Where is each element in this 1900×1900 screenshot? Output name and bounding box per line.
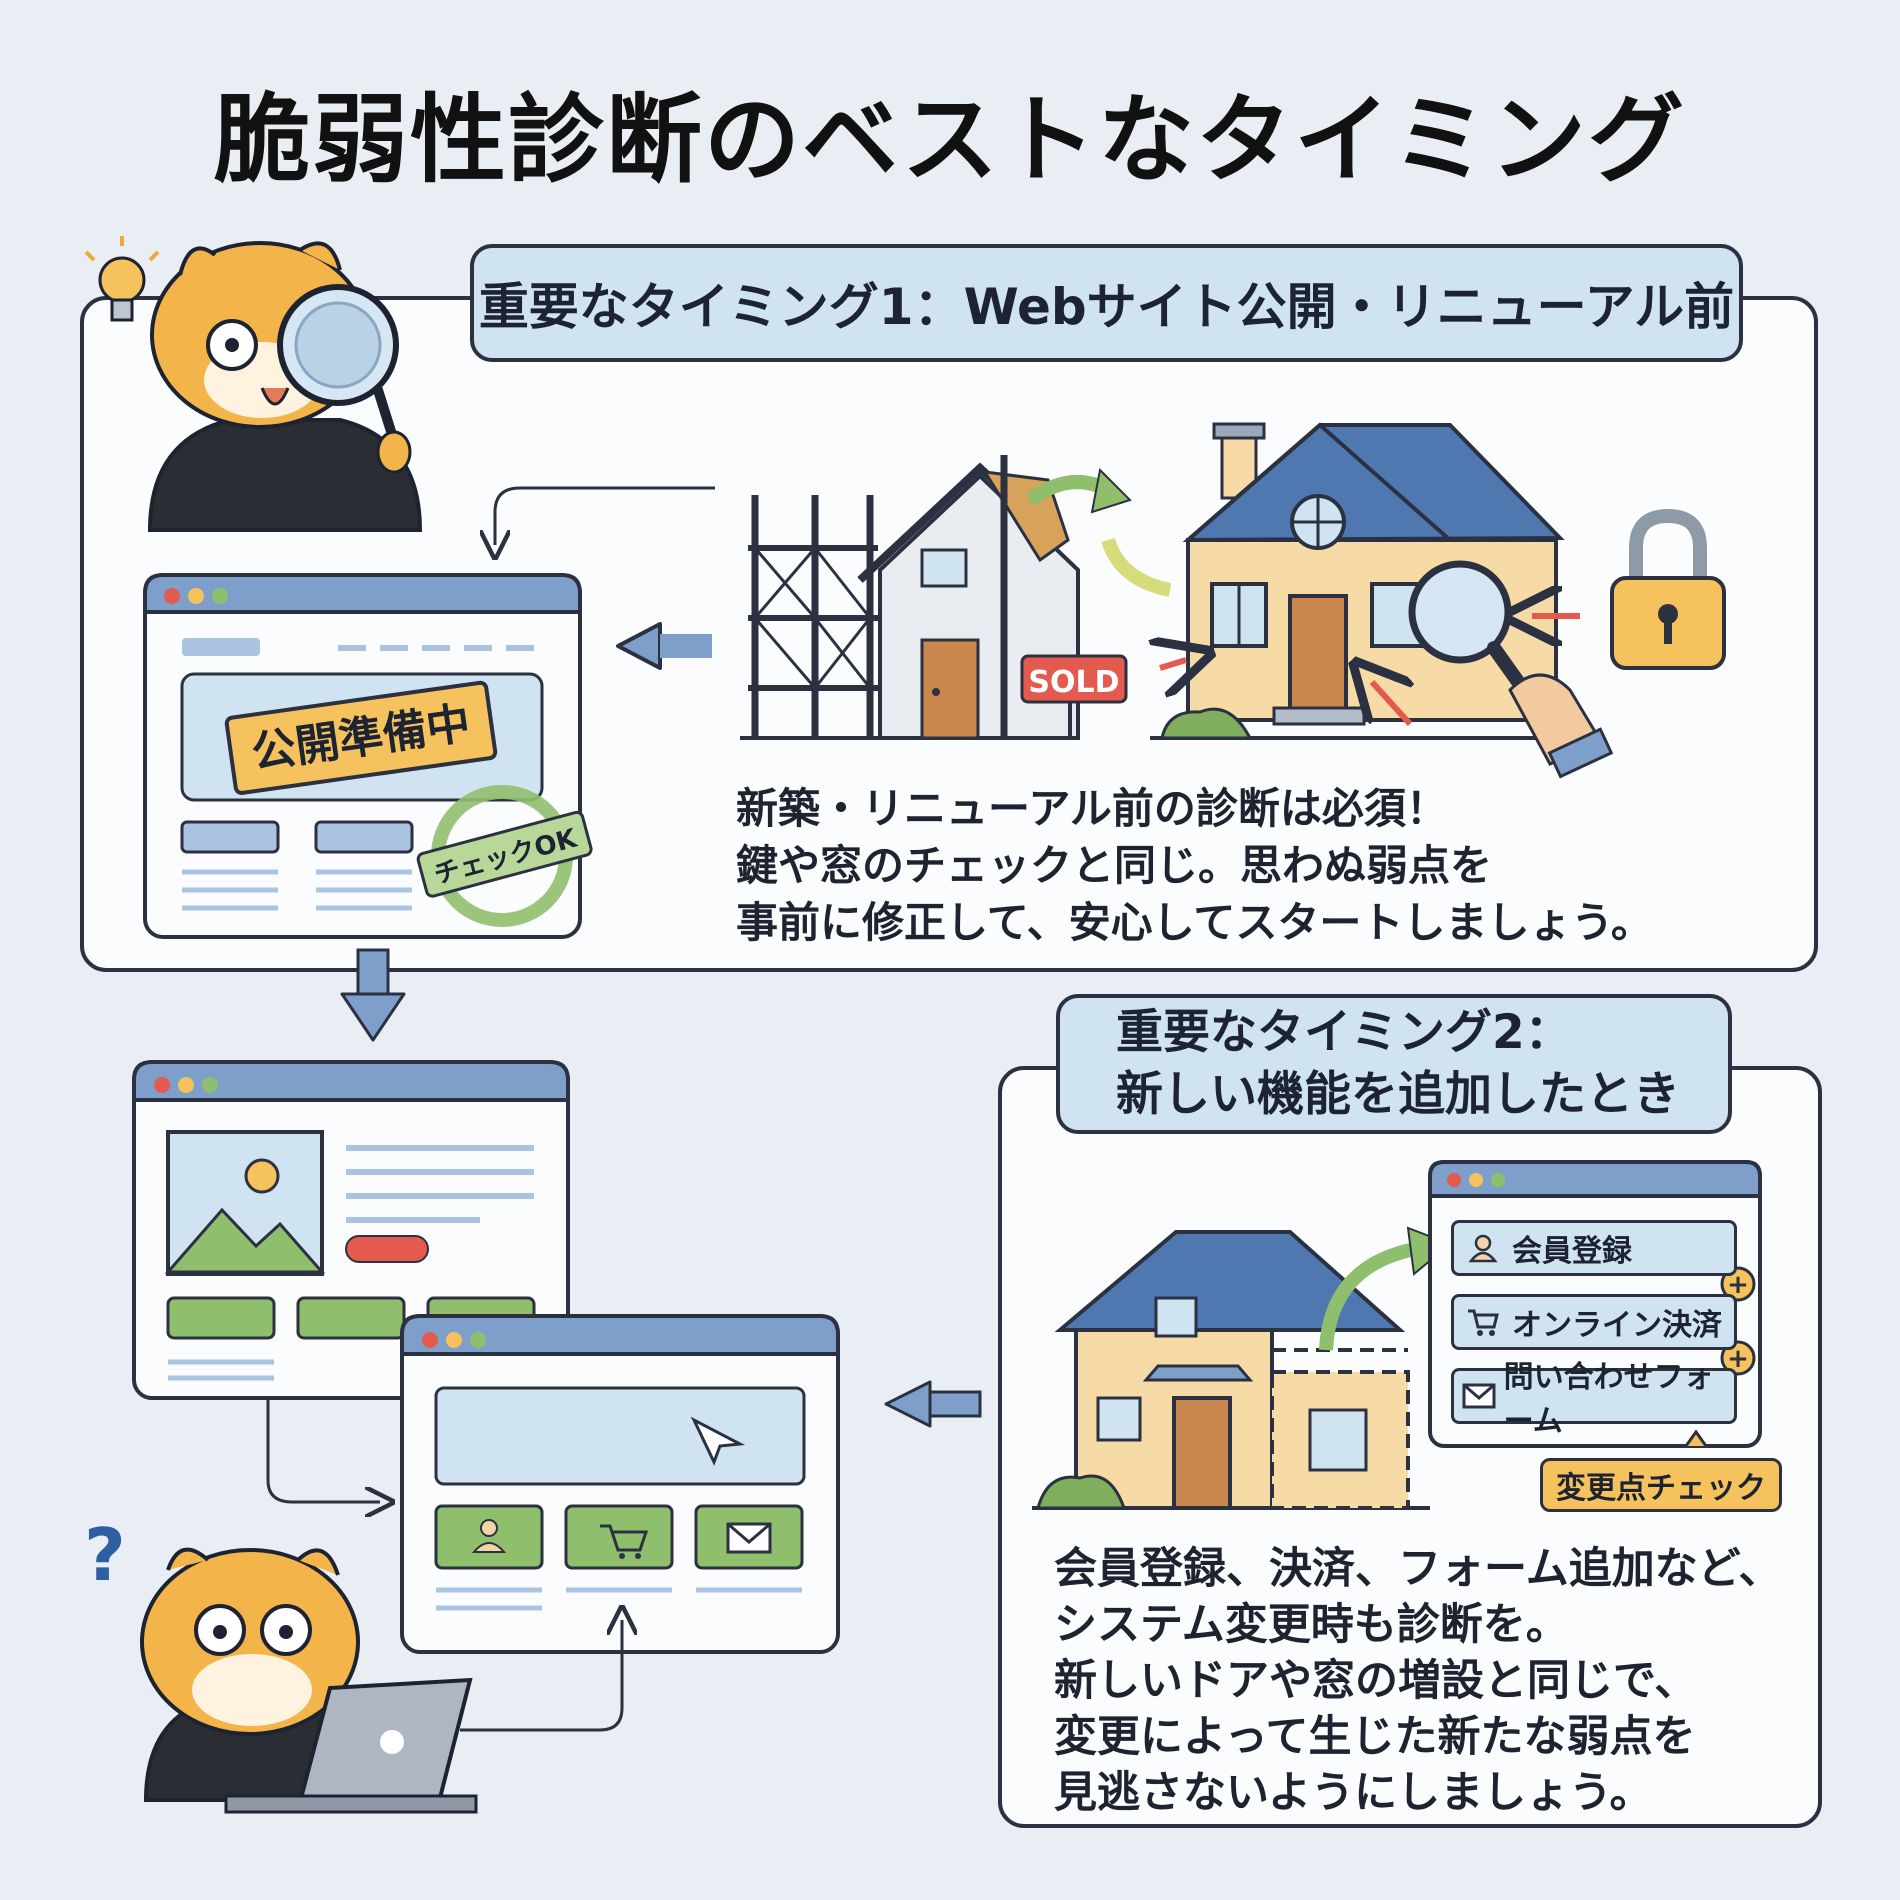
svg-text:+: +	[1727, 1344, 1749, 1374]
section1-heading: 重要なタイミング1：Webサイト公開・リニューアル前	[470, 244, 1743, 362]
feature-label: 問い合わせフォーム	[1503, 1360, 1714, 1439]
section1-description-line: 鍵や窓のチェックと同じ。思わぬ弱点を	[736, 841, 1493, 890]
question-mark-icon: ?	[84, 1513, 126, 1597]
swap-arrow-icon-2	[1101, 537, 1172, 597]
mail-icon	[1454, 1383, 1504, 1409]
section2-description-line: 変更によって生じた新たな弱点を	[1054, 1712, 1696, 1762]
feature-online-payment: オンライン決済	[1451, 1294, 1737, 1350]
connector-arrow	[266, 1400, 380, 1502]
arrow-left-icon-2	[884, 1380, 982, 1428]
svg-text:?: ?	[84, 1513, 126, 1597]
house-extension	[1032, 1226, 1452, 1510]
mascot-detective	[147, 241, 423, 532]
svg-text:+: +	[1727, 1270, 1749, 1300]
magnifier-icon	[1408, 560, 1614, 779]
arrow-left-shaft	[660, 634, 712, 658]
section2-heading: 重要なタイミング2： 新しい機能を追加したとき	[1056, 994, 1732, 1134]
sold-sign: SOLD	[1020, 654, 1128, 738]
section2-description-line: 会員登録、決済、フォーム追加など、	[1054, 1544, 1782, 1594]
feature-label: 会員登録	[1512, 1234, 1632, 1269]
swap-arrow-head	[1090, 467, 1132, 514]
section1-description-line: 新築・リニューアル前の診断は必須！	[736, 784, 1448, 833]
browser-window-features	[400, 1314, 840, 1654]
section1-description-line: 事前に修正して、安心してスタートしましょう。	[736, 898, 1653, 947]
section2-description-line: システム変更時も診断を。	[1054, 1600, 1569, 1650]
section2-description-line: 新しいドアや窓の増設と同じで、	[1054, 1656, 1698, 1706]
section2-heading-line1: 重要なタイミング2：	[1116, 1005, 1572, 1060]
section2-description: 会員登録、決済、フォーム追加など、 システム変更時も診断を。 新しいドアや窓の増…	[1054, 1541, 1782, 1821]
feature-label: オンライン決済	[1512, 1308, 1722, 1343]
feature-contact-form: 問い合わせフォーム	[1451, 1360, 1737, 1439]
change-check-tag: 変更点チェック	[1540, 1458, 1782, 1512]
section1-description: 新築・リニューアル前の診断は必須！ 鍵や窓のチェックと同じ。思わぬ弱点を 事前に…	[736, 780, 1653, 951]
cart-icon	[1454, 1307, 1512, 1337]
page-title: 脆弱性診断のベストなタイミング	[214, 84, 1686, 196]
arrow-down-icon	[340, 948, 406, 1042]
sold-sign-text: SOLD	[1028, 665, 1119, 700]
feature-member-registration: 会員登録	[1451, 1220, 1737, 1276]
section2-description-line: 見逃さないようにしましょう。	[1054, 1768, 1653, 1818]
prelaunch-banner: 公開準備中	[224, 680, 498, 795]
lightbulb-icon	[84, 236, 160, 322]
padlock-icon	[1610, 508, 1726, 670]
user-icon	[1454, 1233, 1512, 1263]
browser-window-live	[132, 1060, 570, 1400]
mascot-laptop	[140, 1547, 478, 1814]
cursor-icon	[690, 1416, 746, 1466]
section2-heading-line2: 新しい機能を追加したとき	[1116, 1067, 1680, 1122]
connector-arrow-up	[460, 1620, 622, 1732]
